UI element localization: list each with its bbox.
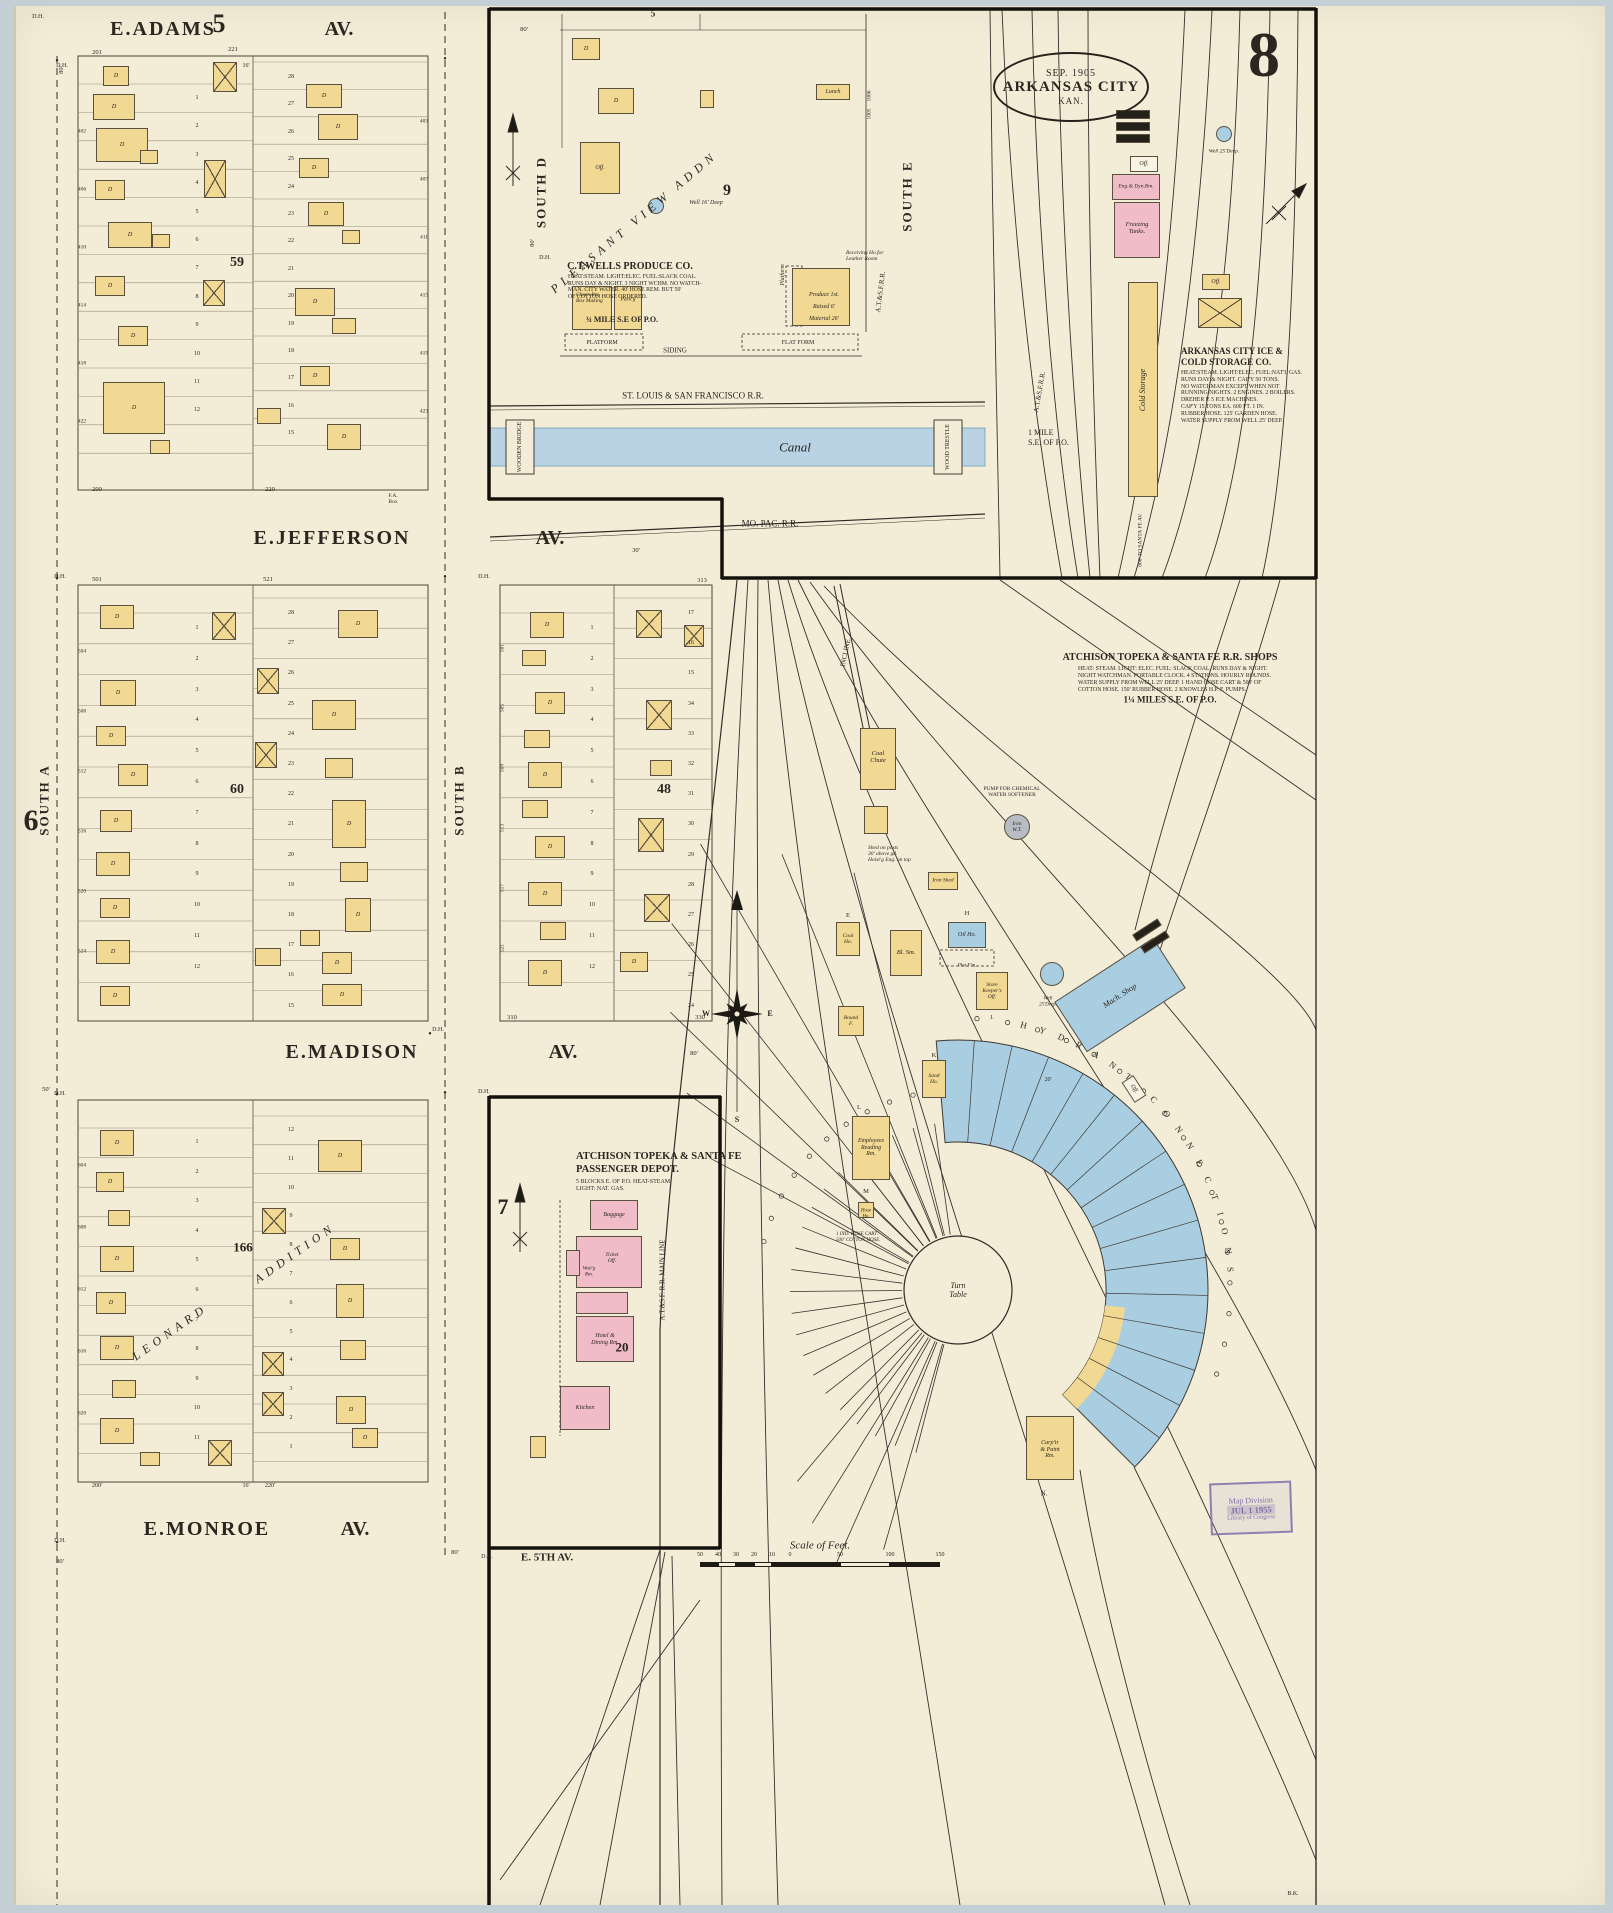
railroad-track — [489, 401, 986, 407]
loc-stamp-line3: Library of Congress — [1227, 1513, 1276, 1522]
canal — [489, 427, 986, 467]
north-arrow — [505, 112, 1308, 1252]
section-borders — [487, 7, 1318, 1905]
compass-rose — [711, 890, 763, 1112]
wooden-bridge-outline — [505, 419, 535, 475]
date-stamp: SEP. 1905 ARKANSAS CITY KAN. — [993, 52, 1149, 122]
turn-table — [903, 1235, 1013, 1345]
roundhouse-annex — [1062, 1305, 1126, 1409]
stamp-city: ARKANSAS CITY — [1002, 79, 1140, 95]
stamp-state: KAN. — [1058, 96, 1084, 106]
railroad-track — [489, 513, 986, 538]
roundhouse — [935, 1039, 1209, 1468]
sheet-number: 8 — [1248, 19, 1280, 90]
wood-trestle-outline — [933, 419, 963, 475]
library-of-congress-stamp: Map Division JUL 1 1955 Library of Congr… — [1209, 1480, 1293, 1536]
stamp-date: SEP. 1905 — [1045, 68, 1097, 79]
